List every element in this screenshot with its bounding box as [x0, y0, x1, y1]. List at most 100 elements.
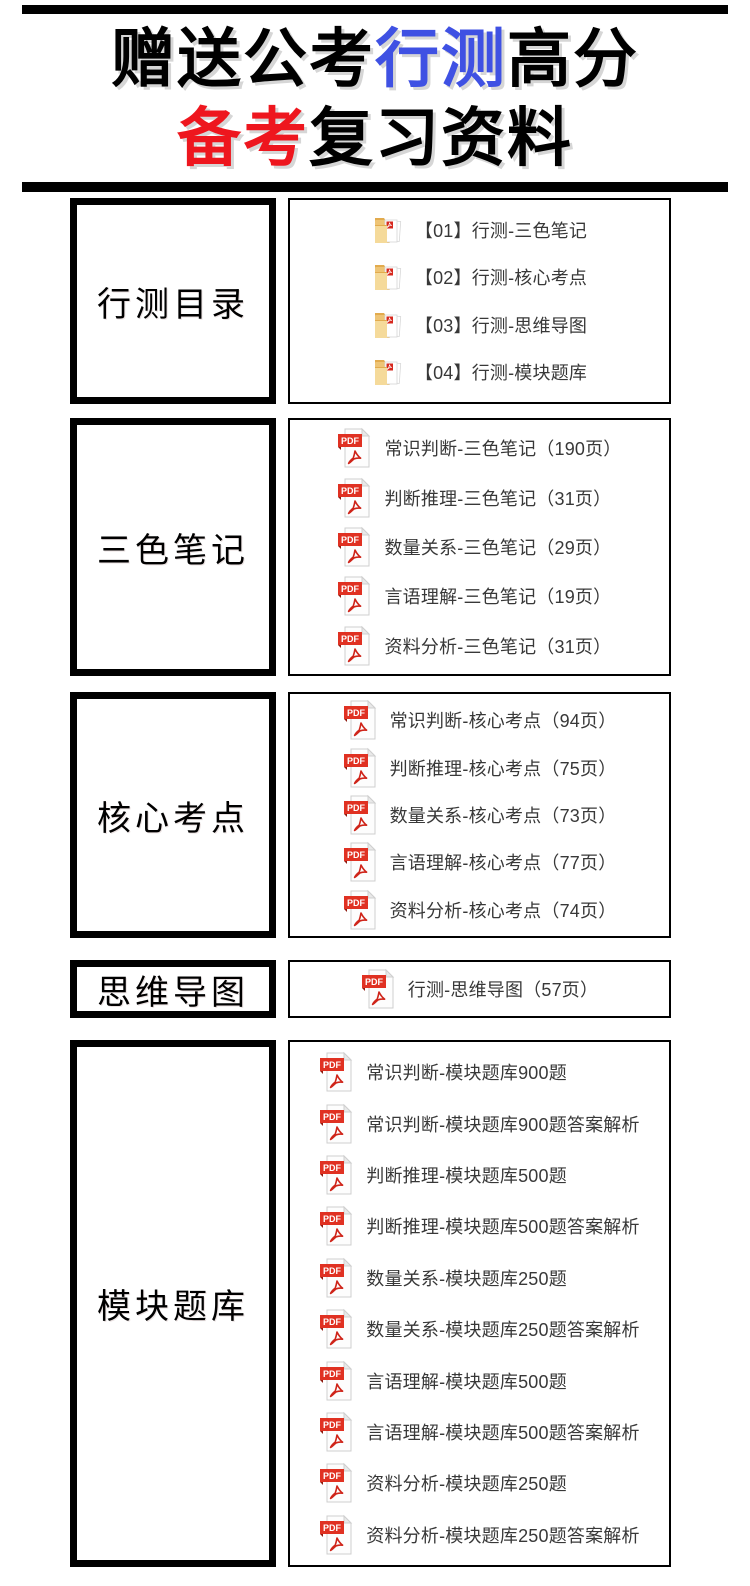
- title-segment: 赠送公考: [111, 23, 375, 95]
- section-row: 思维导图 PDF 行测-思维导图（57页）: [70, 960, 671, 1018]
- file-row: 【03】行测-思维导图: [372, 308, 587, 342]
- file-label: 言语理解-模块题库500题答案解析: [366, 1422, 640, 1443]
- pdf-file-icon: PDF: [337, 477, 371, 519]
- pdf-file-icon: PDF: [361, 968, 395, 1010]
- file-label: 数量关系-核心考点（73页）: [389, 805, 617, 826]
- pdf-file-icon: PDF: [319, 1051, 353, 1093]
- pdf-file-icon: PDF: [337, 575, 371, 617]
- file-row: PDF 资料分析-三色笔记（31页）: [337, 625, 611, 667]
- file-row: PDF 数量关系-模块题库250题: [319, 1257, 567, 1299]
- pdf-badge-text: PDF: [323, 1369, 342, 1379]
- file-label: 常识判断-模块题库900题: [366, 1063, 567, 1084]
- file-row: 【04】行测-模块题库: [372, 355, 587, 389]
- pdf-badge-text: PDF: [323, 1523, 342, 1533]
- file-row: PDF 言语理解-模块题库500题答案解析: [319, 1411, 640, 1453]
- file-label: 资料分析-核心考点（74页）: [389, 900, 617, 921]
- pdf-file-icon: PDF: [319, 1103, 353, 1145]
- section-label: 模块题库: [97, 1289, 249, 1326]
- pdf-folder-icon: [372, 308, 402, 342]
- pdf-badge-text: PDF: [347, 850, 366, 860]
- pdf-file-icon: PDF: [319, 1257, 353, 1299]
- pdf-badge-text: PDF: [323, 1112, 342, 1122]
- file-row: PDF 判断推理-核心考点（75页）: [343, 747, 617, 789]
- file-list: PDF 常识判断-模块题库900题 PDF 常识判断-模块题库900题答案解析: [319, 1042, 640, 1565]
- pdf-file-icon: PDF: [319, 1308, 353, 1350]
- file-label: 【02】行测-核心考点: [414, 268, 588, 289]
- pdf-file-icon: PDF: [319, 1411, 353, 1453]
- section-row: 模块题库 PDF 常识判断-模块题库900题 PDF: [70, 1040, 671, 1567]
- file-label: 【04】行测-模块题库: [414, 362, 588, 383]
- file-label: 判断推理-模块题库500题: [366, 1166, 567, 1187]
- file-label: 判断推理-三色笔记（31页）: [384, 488, 612, 509]
- section-row: 核心考点 PDF 常识判断-核心考点（94页） PDF: [70, 692, 671, 938]
- pdf-file-icon: PDF: [337, 427, 371, 469]
- title-segment: 复习资料: [309, 102, 573, 174]
- pdf-badge-text: PDF: [341, 584, 360, 594]
- pdf-badge-text: PDF: [341, 535, 360, 545]
- pdf-file-icon: PDF: [319, 1205, 353, 1247]
- file-list: PDF 行测-思维导图（57页）: [361, 962, 598, 1016]
- section-label: 行测目录: [97, 286, 249, 324]
- pdf-badge-text: PDF: [341, 634, 360, 644]
- file-label: 行测-思维导图（57页）: [407, 980, 599, 1000]
- section-label-box: 思维导图: [70, 960, 276, 1018]
- file-row: PDF 判断推理-三色笔记（31页）: [337, 477, 611, 519]
- title-line-1: 赠送公考行测高分: [0, 20, 750, 99]
- file-label: 数量关系-模块题库250题答案解析: [366, 1320, 640, 1341]
- pdf-badge-text: PDF: [347, 708, 366, 718]
- file-list: 【01】行测-三色笔记 【02】行测-核心考点: [372, 200, 587, 402]
- file-label: 【01】行测-三色笔记: [414, 221, 588, 242]
- pdf-file-icon: PDF: [343, 841, 377, 883]
- pdf-file-icon: PDF: [343, 699, 377, 741]
- pdf-badge-text: PDF: [341, 486, 360, 496]
- file-label: 资料分析-模块题库250题: [366, 1474, 567, 1495]
- file-row: PDF 资料分析-核心考点（74页）: [343, 889, 617, 931]
- file-label: 判断推理-模块题库500题答案解析: [366, 1217, 640, 1238]
- pdf-folder-icon: [372, 213, 402, 247]
- section-label-box: 三色笔记: [70, 418, 276, 676]
- file-row: 【02】行测-核心考点: [372, 260, 587, 294]
- file-row: 【01】行测-三色笔记: [372, 213, 587, 247]
- file-row: PDF 言语理解-核心考点（77页）: [343, 841, 617, 883]
- file-row: PDF 言语理解-模块题库500题: [319, 1360, 567, 1402]
- file-label: 资料分析-模块题库250题答案解析: [366, 1525, 640, 1546]
- pdf-badge-text: PDF: [323, 1420, 342, 1430]
- file-panel: PDF 常识判断-核心考点（94页） PDF 判断推理-核心考点（75页）: [288, 692, 671, 938]
- file-label: 言语理解-三色笔记（19页）: [384, 587, 612, 608]
- file-label: 判断推理-核心考点（75页）: [389, 758, 617, 779]
- file-row: PDF 数量关系-核心考点（73页）: [343, 794, 617, 836]
- file-label: 数量关系-三色笔记（29页）: [384, 537, 612, 558]
- file-row: PDF 常识判断-三色笔记（190页）: [337, 427, 621, 469]
- section-label: 核心考点: [97, 800, 249, 838]
- file-list: PDF 常识判断-三色笔记（190页） PDF 判断推理-三色笔记（31页）: [337, 420, 621, 674]
- title-segment: 高分: [507, 23, 639, 95]
- file-label: 言语理解-模块题库500题: [366, 1371, 567, 1392]
- section-label-box: 模块题库: [70, 1040, 276, 1567]
- title-divider: [22, 182, 728, 192]
- file-row: PDF 判断推理-模块题库500题: [319, 1154, 567, 1196]
- section-label: 思维导图: [97, 974, 249, 1012]
- file-row: PDF 言语理解-三色笔记（19页）: [337, 575, 611, 617]
- pdf-badge-text: PDF: [347, 756, 366, 766]
- title-segment: 行测: [375, 23, 507, 95]
- pdf-badge-text: PDF: [347, 898, 366, 908]
- file-label: 常识判断-模块题库900题答案解析: [366, 1114, 640, 1135]
- pdf-file-icon: PDF: [343, 794, 377, 836]
- pdf-badge-text: PDF: [347, 803, 366, 813]
- file-label: 言语理解-核心考点（77页）: [389, 853, 617, 874]
- section-label-box: 行测目录: [70, 198, 276, 404]
- pdf-badge-text: PDF: [323, 1163, 342, 1173]
- pdf-file-icon: PDF: [343, 747, 377, 789]
- page: 赠送公考行测高分 备考复习资料 行测目录 【01】行测-三色笔: [0, 5, 750, 1586]
- file-list: PDF 常识判断-核心考点（94页） PDF 判断推理-核心考点（75页）: [343, 694, 617, 936]
- file-row: PDF 判断推理-模块题库500题答案解析: [319, 1205, 640, 1247]
- section-row: 行测目录 【01】行测-三色笔记: [70, 198, 671, 404]
- page-title: 赠送公考行测高分 备考复习资料: [0, 20, 750, 178]
- file-panel: PDF 行测-思维导图（57页）: [288, 960, 671, 1018]
- file-row: PDF 资料分析-模块题库250题答案解析: [319, 1514, 640, 1556]
- pdf-file-icon: PDF: [319, 1360, 353, 1402]
- section-label: 三色笔记: [97, 532, 249, 570]
- file-row: PDF 常识判断-模块题库900题答案解析: [319, 1103, 640, 1145]
- pdf-folder-icon: [372, 260, 402, 294]
- file-panel: PDF 常识判断-模块题库900题 PDF 常识判断-模块题库900题答案解析: [288, 1040, 671, 1567]
